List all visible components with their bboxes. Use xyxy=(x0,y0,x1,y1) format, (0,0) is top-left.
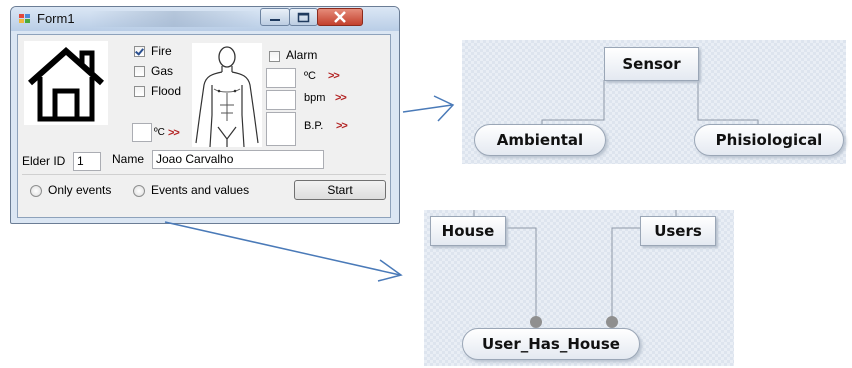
alarm-checkbox[interactable] xyxy=(269,51,280,62)
window-title: Form1 xyxy=(37,11,75,26)
close-button[interactable] xyxy=(317,8,363,26)
elder-id-label: Elder ID xyxy=(22,154,66,168)
name-label: Name xyxy=(112,152,145,166)
flood-label: Flood xyxy=(151,84,182,98)
maximize-icon xyxy=(297,12,310,23)
sensor-diagram-panel: Sensor Ambiental Phisiological xyxy=(462,40,846,164)
form1-window: Form1 Fire Gas Flood ºC >> xyxy=(10,6,400,224)
human-body-icon xyxy=(192,43,262,147)
start-button[interactable]: Start xyxy=(294,180,386,200)
bp-unit: B.P. xyxy=(304,120,324,132)
form-client-area: Fire Gas Flood ºC >> Alarm ºC >> bpm >> xyxy=(17,34,391,218)
fire-label: Fire xyxy=(151,44,172,58)
house-users-diagram-panel: House Users User_Has_House xyxy=(424,210,734,366)
form-app-icon xyxy=(19,14,30,23)
bpm-unit: bpm xyxy=(304,92,326,104)
phisiological-node: Phisiological xyxy=(694,124,844,156)
blood-pressure-field[interactable] xyxy=(266,112,296,146)
body-temp-unit: ºC xyxy=(304,70,316,82)
fire-checkbox[interactable] xyxy=(134,46,145,57)
elder-id-field[interactable]: 1 xyxy=(73,152,101,171)
gas-label: Gas xyxy=(151,64,174,78)
title-bar[interactable]: Form1 xyxy=(11,7,399,31)
body-temperature-field[interactable] xyxy=(266,68,296,88)
link-endpoint-users xyxy=(606,316,618,328)
link-endpoint-house xyxy=(530,316,542,328)
flood-checkbox[interactable] xyxy=(134,86,145,97)
sensor-node: Sensor xyxy=(604,47,699,81)
heart-rate-field[interactable] xyxy=(266,90,296,110)
only-events-radio[interactable] xyxy=(30,185,42,197)
only-events-label: Only events xyxy=(48,183,112,197)
bpm-arrow: >> xyxy=(335,92,347,104)
user-has-house-node: User_Has_House xyxy=(462,328,640,360)
events-and-values-radio[interactable] xyxy=(133,185,145,197)
alarm-label: Alarm xyxy=(286,48,318,62)
house-users-diagram-links xyxy=(473,210,677,328)
name-field[interactable]: Joao Carvalho xyxy=(152,150,324,169)
house-temp-arrow: >> xyxy=(168,127,180,139)
house-node: House xyxy=(430,216,506,246)
house-icon xyxy=(24,41,108,125)
arrow-to-sensor-diagram xyxy=(402,95,455,122)
arrow-to-house-diagram xyxy=(164,221,403,282)
ambiental-node: Ambiental xyxy=(474,124,606,156)
close-icon xyxy=(334,11,346,23)
house-temp-unit: ºC xyxy=(154,127,165,138)
bp-arrow: >> xyxy=(336,120,348,132)
minimize-button[interactable] xyxy=(260,8,290,26)
sensor-diagram-links xyxy=(541,80,759,124)
house-temperature-field[interactable] xyxy=(132,123,152,142)
options-group-divider xyxy=(22,174,386,175)
body-temp-arrow: >> xyxy=(328,70,340,82)
gas-checkbox[interactable] xyxy=(134,66,145,77)
minimize-icon xyxy=(270,19,280,21)
blurred-title-region xyxy=(89,11,259,27)
users-node: Users xyxy=(640,216,716,246)
events-and-values-label: Events and values xyxy=(151,183,250,197)
